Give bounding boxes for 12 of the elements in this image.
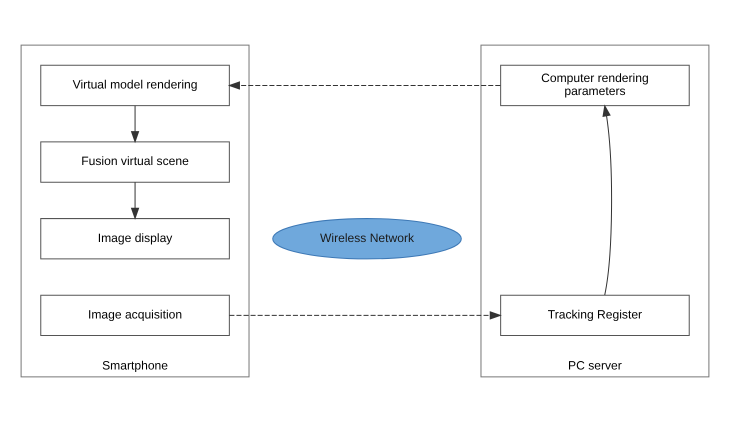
arrow: [130, 106, 139, 144]
node-box: Tracking Register: [500, 294, 690, 336]
node-ellipse: Wireless Network: [272, 218, 462, 260]
node-box: Computer rendering parameters: [500, 64, 690, 106]
arrow: [228, 311, 502, 320]
arrow: [227, 81, 500, 90]
node-box: Virtual model rendering: [40, 64, 230, 106]
node-box: Fusion virtual scene: [40, 141, 230, 183]
arrow: [602, 104, 612, 296]
node-box: Image acquisition: [40, 294, 230, 336]
arrow: [130, 182, 139, 220]
node-box: Image display: [40, 218, 230, 260]
